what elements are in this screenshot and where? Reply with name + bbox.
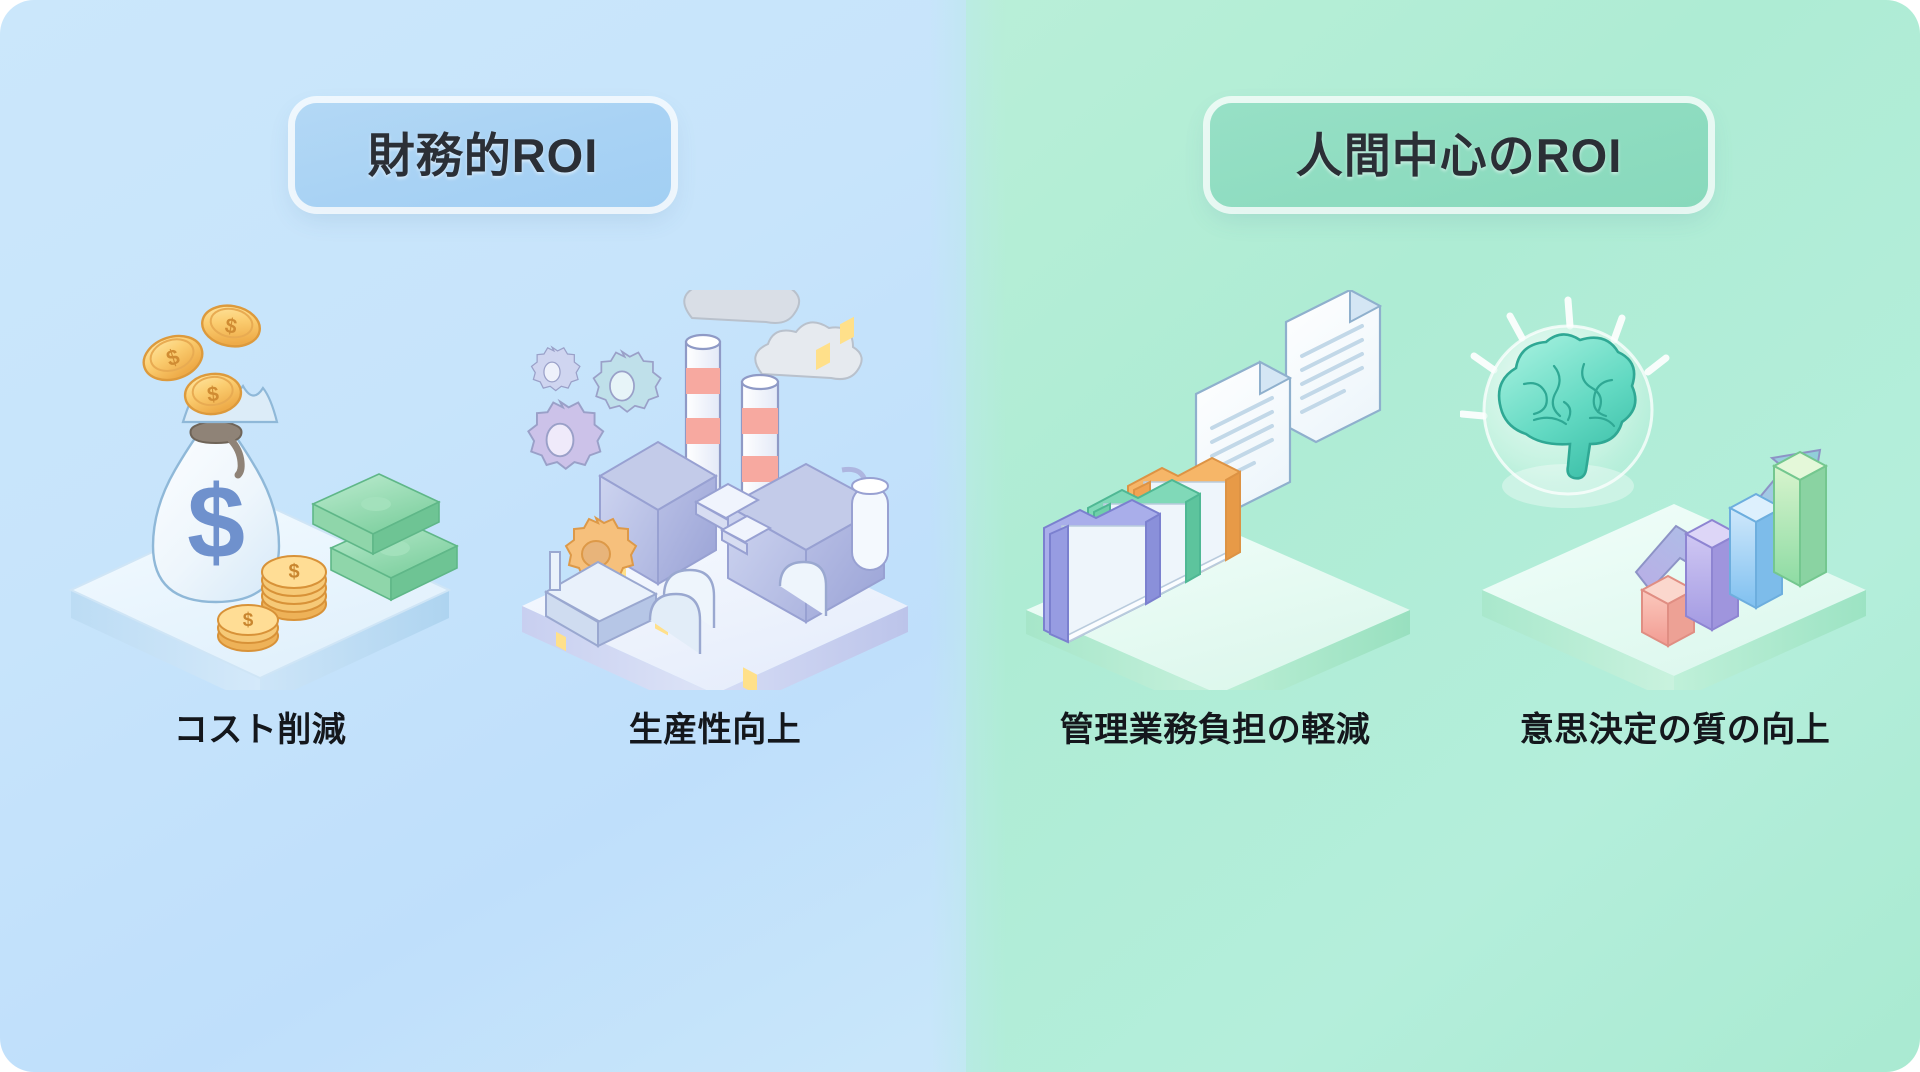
coin-stack: $ $ xyxy=(217,555,327,652)
folders-documents-icon xyxy=(1000,290,1430,690)
item-label-productivity: 生産性向上 xyxy=(628,711,802,749)
money-bag: $ xyxy=(151,383,281,604)
item-label-cost-reduction: コスト削減 xyxy=(173,711,347,749)
brain-shape xyxy=(1497,333,1637,480)
badge-human-roi-label: 人間中心のROI xyxy=(1295,128,1623,182)
falling-coins: $ $ $ xyxy=(142,304,261,416)
svg-text:$: $ xyxy=(206,382,220,406)
gear-icon xyxy=(527,345,662,471)
badge-financial-roi-label: 財務的ROI xyxy=(367,128,599,182)
svg-text:$: $ xyxy=(243,610,254,631)
badge-financial-roi[interactable]: 財務的ROI xyxy=(295,103,671,207)
item-decision-quality[interactable]: 意思決定の質の向上 xyxy=(1460,290,1890,753)
item-label-decision-quality: 意思決定の質の向上 xyxy=(1519,711,1831,749)
smoke-cloud xyxy=(683,290,863,381)
item-productivity[interactable]: 生産性向上 xyxy=(500,290,930,753)
bar-1 xyxy=(1639,574,1697,648)
svg-text:$: $ xyxy=(288,561,299,583)
money-bag-icon: $ $ $ xyxy=(45,290,475,690)
folder-purple xyxy=(1043,498,1161,644)
badge-row: 財務的ROI 人間中心のROI xyxy=(0,0,1920,260)
svg-text:$: $ xyxy=(187,465,245,581)
conveyor-unit xyxy=(543,551,659,652)
chimney xyxy=(684,333,780,534)
document-sheet xyxy=(1194,290,1383,516)
badge-human-roi[interactable]: 人間中心のROI xyxy=(1210,103,1708,207)
item-cost-reduction[interactable]: $ $ $ xyxy=(45,290,475,753)
pipe xyxy=(648,560,828,654)
bar-4 xyxy=(1771,450,1829,588)
svg-text:$: $ xyxy=(223,314,239,339)
gear-icon-orange xyxy=(564,515,638,583)
items-grid: $ $ $ xyxy=(0,290,1920,930)
item-admin-burden[interactable]: 管理業務負担の軽減 xyxy=(1000,290,1430,753)
cash-stack xyxy=(311,473,459,602)
item-label-admin-burden: 管理業務負担の軽減 xyxy=(1059,711,1371,749)
sparkle-rays xyxy=(1460,296,1670,420)
factory-icon xyxy=(500,290,930,690)
bar-2 xyxy=(1683,518,1741,632)
bar-chart xyxy=(1639,450,1829,648)
brain-growth-chart-icon xyxy=(1460,290,1890,690)
